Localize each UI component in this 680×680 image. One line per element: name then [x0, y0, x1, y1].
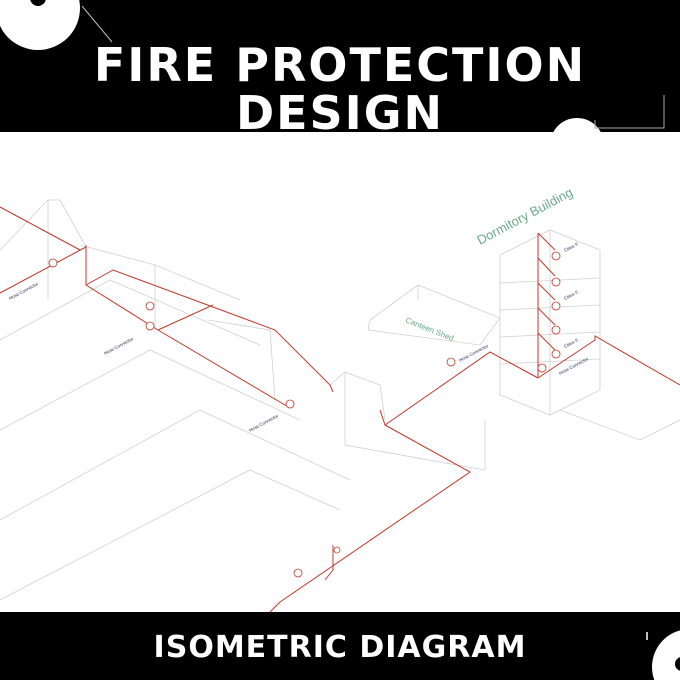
- page-title-line1: FIRE PROTECTION: [93, 38, 587, 92]
- header-banner: FIRE PROTECTION DESIGN: [0, 0, 680, 132]
- decor-circle: [553, 118, 601, 132]
- svg-text:Hose Connector: Hose Connector: [558, 356, 590, 376]
- page-title-line2: DESIGN: [235, 88, 445, 132]
- footer-banner: ISOMETRIC DIAGRAM: [0, 612, 680, 680]
- svg-text:Hose Connector: Hose Connector: [8, 281, 40, 301]
- svg-text:Hose Connector: Hose Connector: [458, 343, 490, 363]
- fire-pipe-network: [0, 206, 680, 613]
- decor-circle: [652, 630, 680, 680]
- svg-text:Hose Connector: Hose Connector: [103, 336, 135, 356]
- hose-connector-icons: [48, 251, 561, 578]
- decor-circle: [0, 0, 80, 50]
- dormitory-label: Dormitory Building: [474, 185, 575, 248]
- page-subtitle: ISOMETRIC DIAGRAM: [153, 630, 527, 665]
- diagram-svg: Dormitory Building Canteen Shed Hose Con…: [0, 185, 680, 613]
- building-outlines: [0, 199, 680, 601]
- svg-text:Class II: Class II: [563, 337, 579, 348]
- decorations: [0, 0, 665, 132]
- isometric-diagram: Dormitory Building Canteen Shed Hose Con…: [0, 132, 680, 613]
- canteen-label: Canteen Shed: [404, 316, 455, 344]
- svg-text:Class II: Class II: [563, 241, 579, 252]
- svg-text:Class II: Class II: [563, 289, 579, 300]
- svg-text:Hose Connector: Hose Connector: [248, 413, 280, 433]
